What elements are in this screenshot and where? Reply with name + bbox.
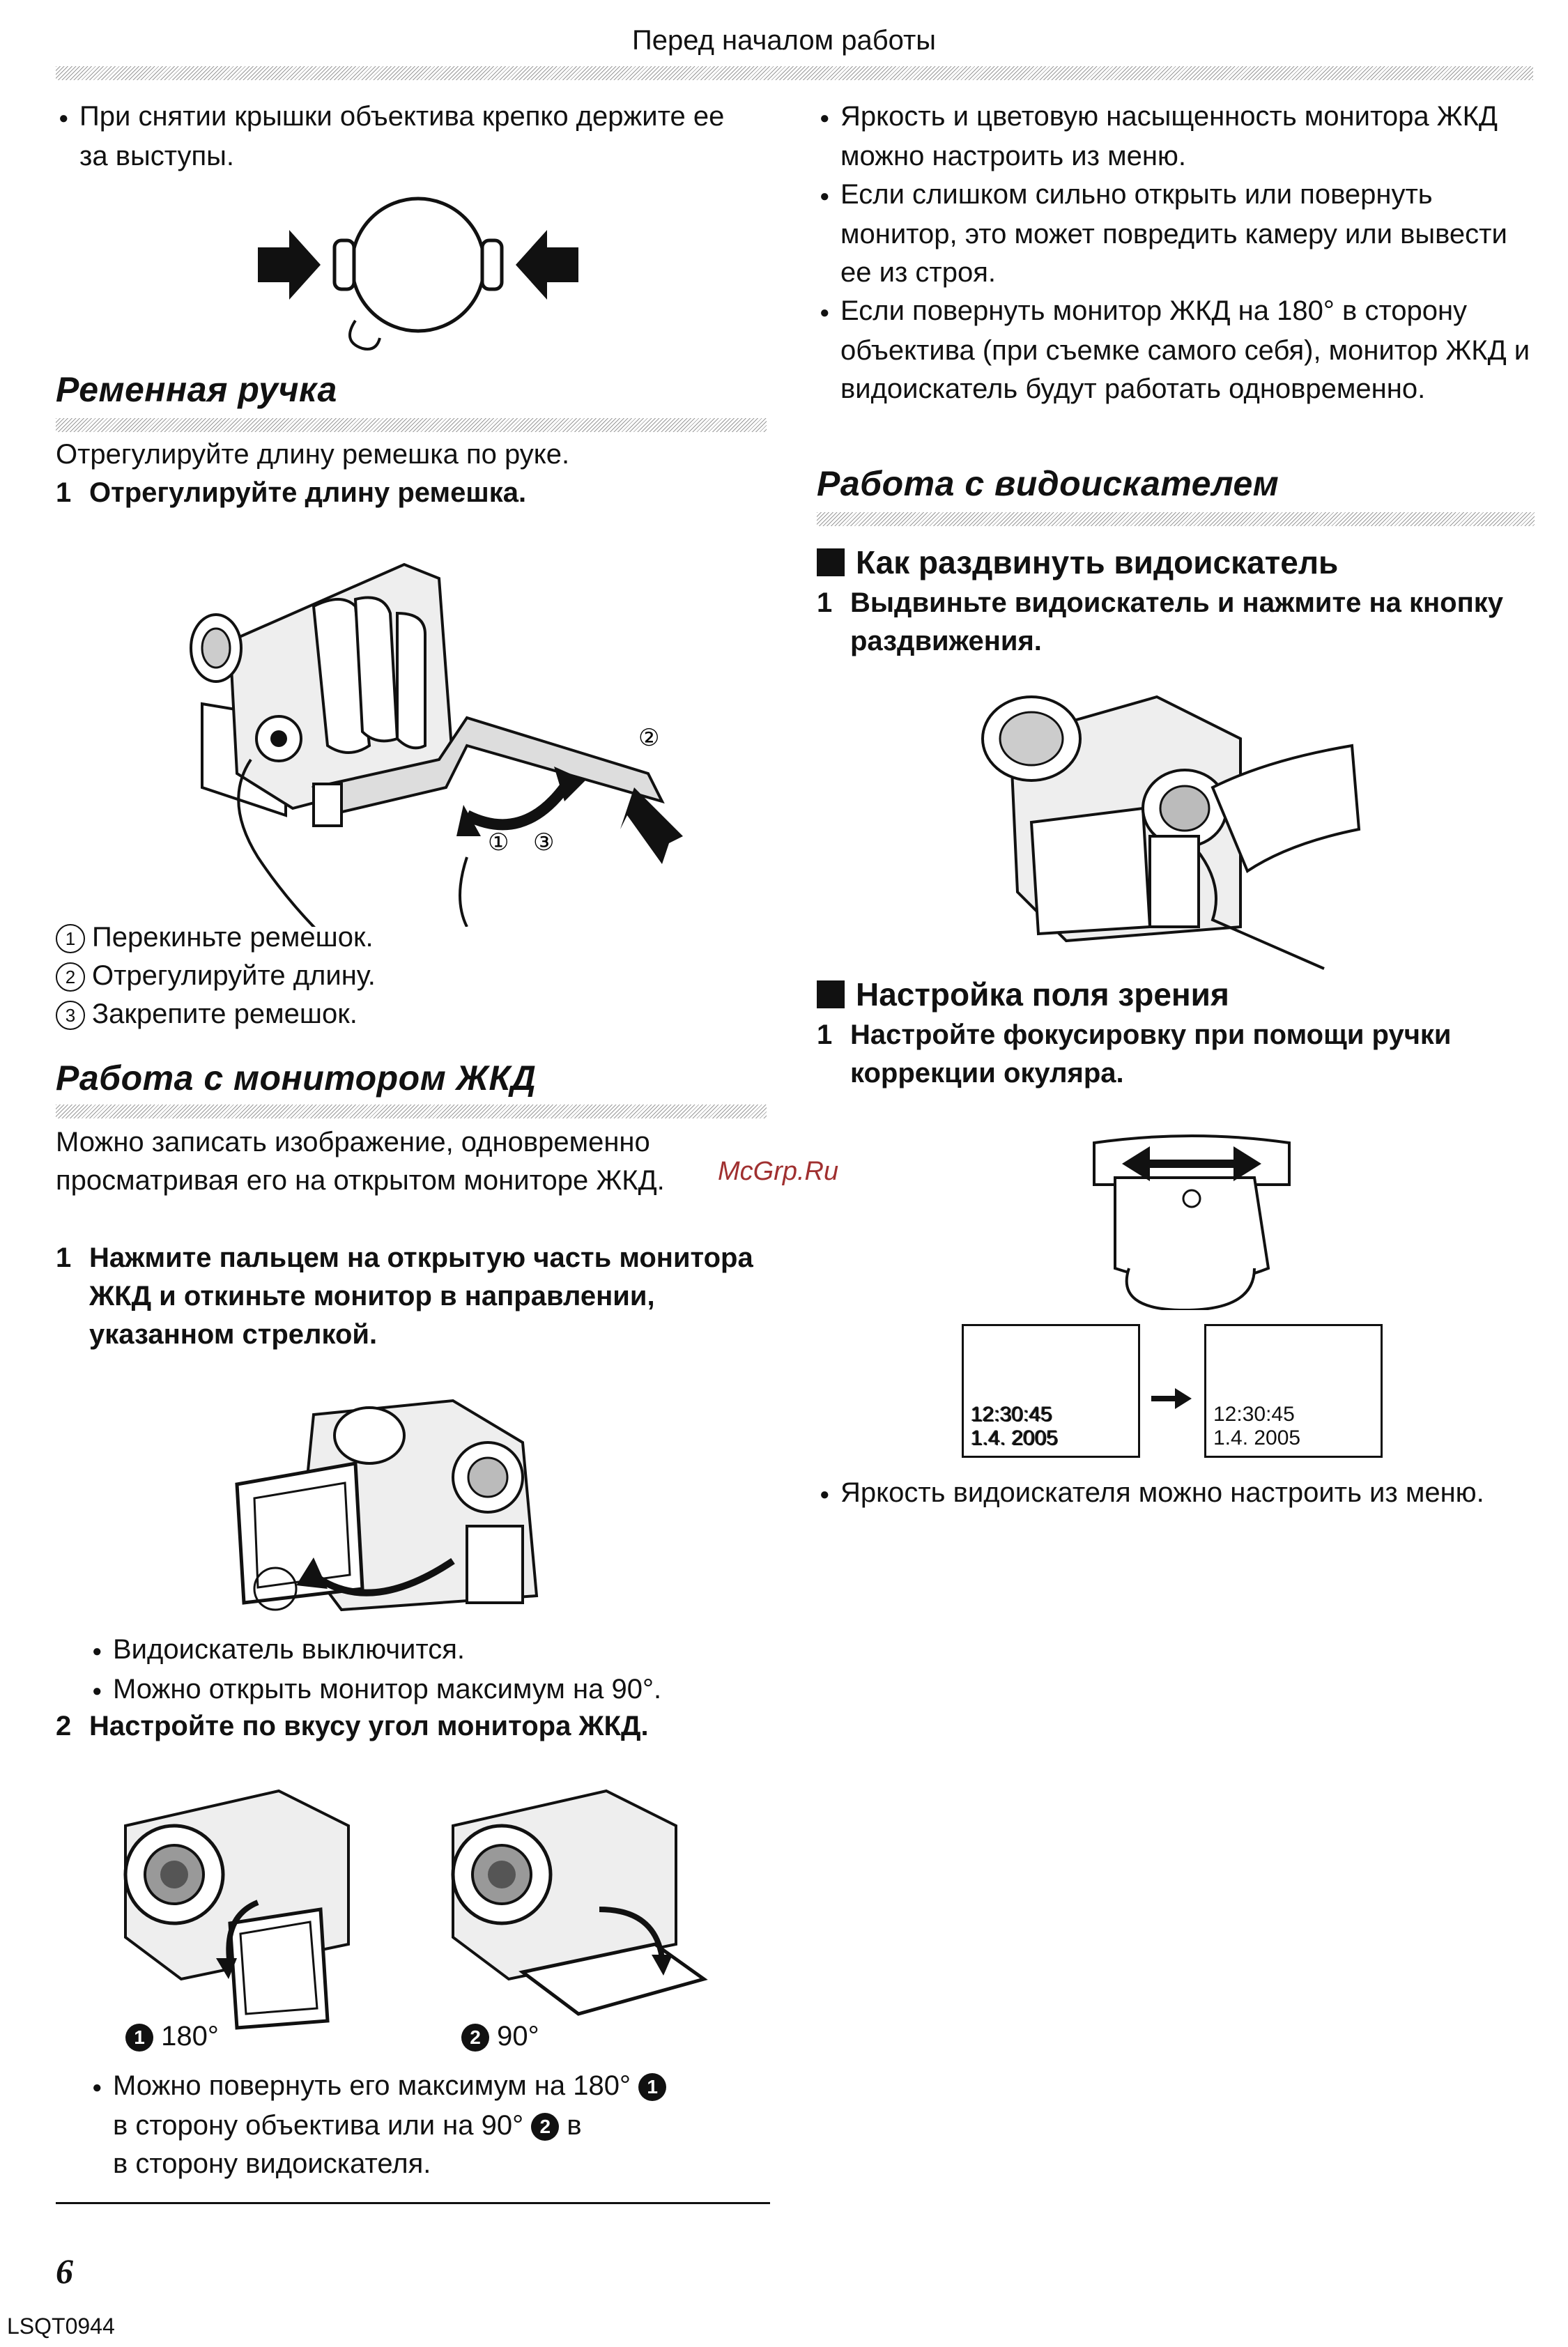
- lcd-180-illustration: [123, 1789, 350, 2030]
- lcd-bullets-1: Видоискатель выключится. Можно открыть м…: [89, 1631, 786, 1710]
- note-text: Отрегулируйте длину.: [92, 960, 376, 991]
- viewfinder-extend-illustration: [981, 695, 1361, 970]
- step-text: Настройте фокусировку при помощи ручки к…: [850, 1019, 1452, 1088]
- screen-time: 12:30:45: [1213, 1403, 1295, 1426]
- caption-text: 180°: [161, 2021, 219, 2052]
- lcd-intro: Можно записать изображение, одновременно…: [56, 1127, 665, 1196]
- step-number: 1: [817, 1019, 833, 1050]
- vf-extend-step: 1 Выдвиньте видоискатель и нажмите на кно…: [817, 584, 1547, 661]
- ref-number-2: 2: [531, 2113, 560, 2141]
- caption-number: 2: [461, 2024, 489, 2052]
- caption-180: 1 180°: [125, 2021, 219, 2052]
- square-bullet-icon: [817, 548, 845, 576]
- right-column-bullets: Яркость и цветовую насыщенность монитора…: [817, 98, 1542, 408]
- rotation-note-part-3: в сторону видоискателя.: [113, 2148, 431, 2179]
- strap-heading-rule: [56, 418, 767, 432]
- lens-cap-note: При снятии крышки объектива крепко держи…: [56, 98, 748, 176]
- strap-step-1: 1 Отрегулируйте длину ремешка.: [56, 474, 772, 512]
- callout-2: ②: [638, 724, 659, 752]
- step-text: Настройте по вкусу угол монитора ЖКД.: [89, 1711, 649, 1741]
- vf-focus-step: 1 Настройте фокусировку при помощи ручки …: [817, 1016, 1547, 1093]
- watermark: McGrp.Ru: [718, 1157, 839, 1186]
- rotation-note-part-1: Можно повернуть его максимум на 180°: [113, 2070, 631, 2101]
- header-rule: [56, 66, 1533, 80]
- page-header-title: Перед началом работы: [631, 25, 937, 56]
- screen-date: 1.4. 2005: [1213, 1426, 1301, 1449]
- hand-strap-illustration: ② ① ③: [190, 562, 683, 927]
- bottom-rule: [56, 2202, 770, 2204]
- lcd-90-illustration: [451, 1789, 708, 2016]
- step-text: Нажмите пальцем на открытую часть монито…: [89, 1242, 753, 1350]
- lcd-bullet-1: Видоискатель выключится.: [89, 1631, 786, 1670]
- step-number: 1: [56, 477, 72, 508]
- note-number: 3: [56, 1001, 85, 1030]
- eyepiece-correction-illustration: [1093, 1134, 1291, 1310]
- vf-brightness-note: Яркость видоискателя можно настроить из …: [817, 1474, 1521, 1514]
- square-bullet-icon: [817, 980, 845, 1008]
- rotation-note: Можно повернуть его максимум на 180° 1 в …: [89, 2067, 786, 2183]
- caption-number: 1: [125, 2024, 153, 2052]
- rotation-note-part-2: в сторону объектива или на 90°: [113, 2110, 524, 2141]
- caption-90: 2 90°: [461, 2021, 539, 2052]
- lcd-bullet-2: Можно открыть монитор максимум на 90°.: [89, 1670, 786, 1710]
- step-text: Выдвиньте видоискатель и нажмите на кноп…: [850, 587, 1504, 656]
- screen-time: 12:30:45: [971, 1403, 1052, 1426]
- lcd-step-1: 1 Нажмите пальцем на открытую часть монит…: [56, 1239, 758, 1354]
- note-number: 2: [56, 962, 85, 992]
- subheading-text: Как раздвинуть видоискатель: [856, 544, 1339, 580]
- note-text: Закрепите ремешок.: [92, 999, 358, 1029]
- vf-focus-subheading: Настройка поля зрения: [817, 976, 1229, 1013]
- lcd-heading: Работа с монитором ЖКД: [56, 1059, 537, 1098]
- right-bullet-3: Если повернуть монитор ЖКД на 180° в сто…: [817, 292, 1542, 408]
- left-column: При снятии крышки объектива крепко держи…: [56, 98, 774, 176]
- rotation-note-text: Можно повернуть его максимум на 180° 1 в …: [89, 2067, 786, 2183]
- strap-heading: Ременная ручка: [56, 370, 337, 409]
- lcd-step-2: 2 Настройте по вкусу угол монитора ЖКД.: [56, 1707, 814, 1746]
- step-number: 2: [56, 1711, 72, 1741]
- note-number: 1: [56, 924, 85, 953]
- ref-number-1: 1: [638, 2073, 667, 2101]
- step-number: 1: [817, 587, 833, 618]
- callout-1: ①: [488, 829, 509, 856]
- arrow-right-icon: [1151, 1388, 1192, 1409]
- caption-text: 90°: [497, 2021, 539, 2052]
- note-text: Перекиньте ремешок.: [92, 922, 374, 953]
- step-text: Отрегулируйте длину ремешка.: [89, 477, 527, 508]
- strap-intro: Отрегулируйте длину ремешка по руке.: [56, 439, 570, 470]
- callout-3: ③: [533, 829, 554, 856]
- step-number: 1: [56, 1242, 72, 1273]
- vf-heading: Работа с видоискателем: [817, 464, 1279, 503]
- right-bullet-1: Яркость и цветовую насыщенность монитора…: [817, 98, 1542, 176]
- screen-date: 1.4. 2005: [971, 1426, 1059, 1449]
- right-bullet-2: Если слишком сильно открыть или повернут…: [817, 176, 1542, 292]
- page-number: 6: [56, 2252, 73, 2291]
- vf-heading-rule: [817, 512, 1535, 526]
- lens-cap-illustration: [258, 197, 578, 351]
- vf-bullet: Яркость видоискателя можно настроить из …: [817, 1474, 1521, 1514]
- lcd-heading-rule: [56, 1105, 767, 1118]
- lcd-open-illustration: [235, 1399, 539, 1612]
- vf-extend-subheading: Как раздвинуть видоискатель: [817, 544, 1338, 581]
- doc-code: LSQT0944: [7, 2314, 115, 2339]
- subheading-text: Настройка поля зрения: [856, 976, 1229, 1013]
